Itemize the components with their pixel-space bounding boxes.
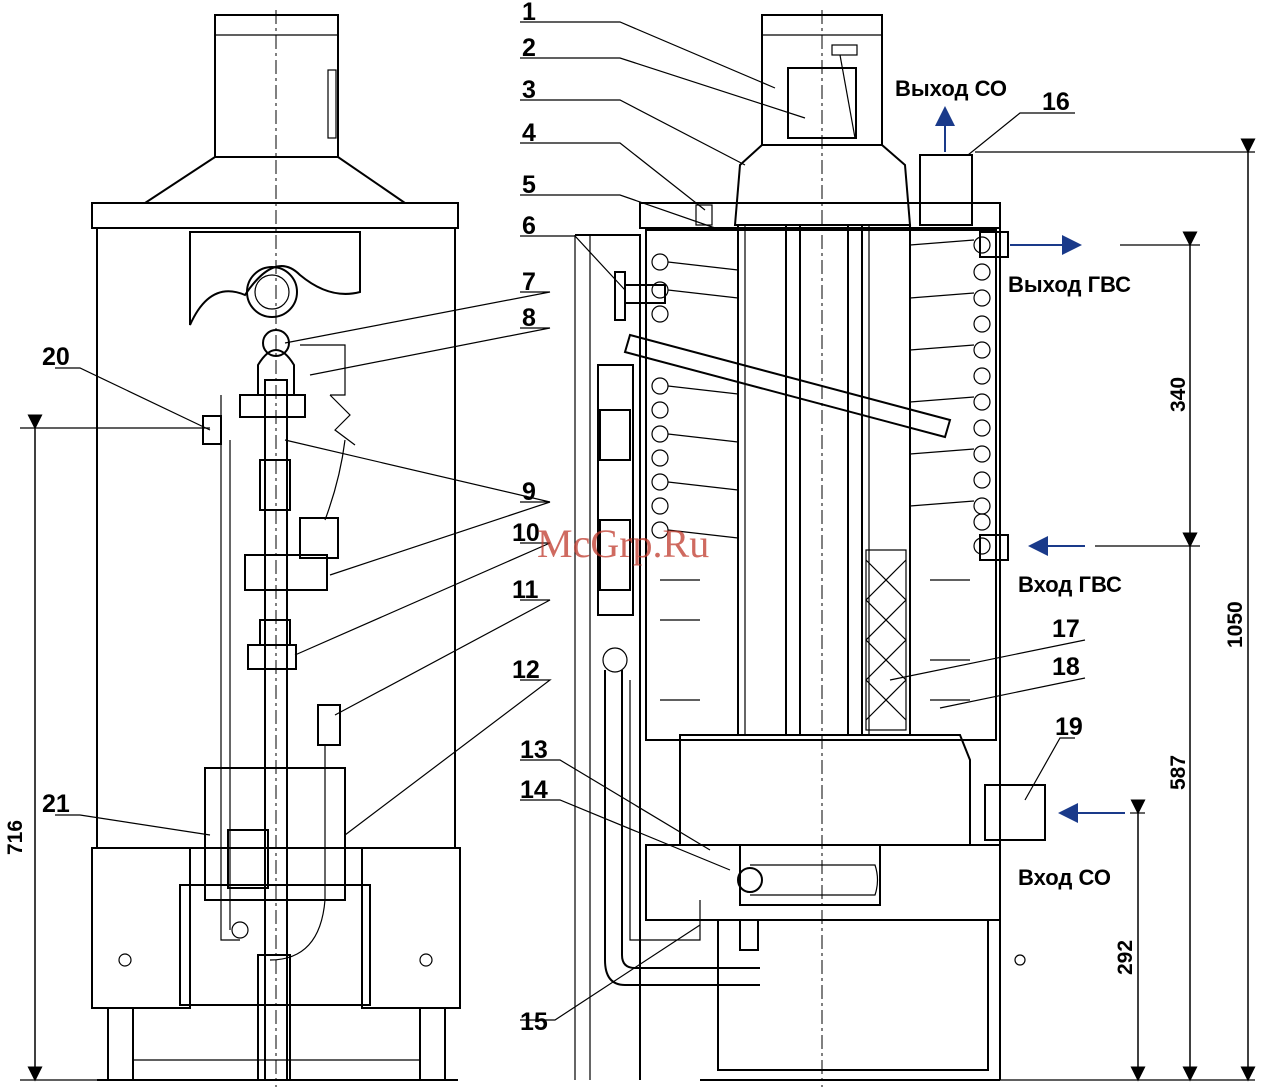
callout-8: 8 [522, 304, 536, 332]
callout-16: 16 [1042, 88, 1070, 116]
dimension-lines [20, 138, 1256, 1082]
callout-19: 19 [1055, 713, 1083, 741]
section-view [574, 14, 1046, 1081]
callout-13: 13 [520, 736, 548, 764]
section-gas-valve [597, 364, 634, 616]
callout-14: 14 [520, 776, 548, 804]
callout-6: 6 [522, 212, 536, 240]
callout-12: 12 [512, 656, 540, 684]
dim-292: 292 [1114, 940, 1137, 975]
co-inlet-fitting [984, 784, 1046, 841]
callout-7: 7 [522, 268, 536, 296]
co-outlet-fitting [919, 154, 973, 226]
dim-716: 716 [4, 820, 27, 855]
callout-4: 4 [522, 119, 536, 147]
leader-lines [55, 21, 1086, 1021]
burner-cover [204, 767, 346, 901]
callout-numbers: 1 2 3 4 5 6 7 8 9 10 11 12 13 14 15 16 1… [42, 0, 1083, 1036]
water-tank [645, 229, 997, 741]
label-hw-in: Вход ГВС [1018, 572, 1122, 597]
callout-11: 11 [512, 576, 539, 604]
gas-valve [244, 554, 328, 591]
watermark: McGrp.Ru [537, 521, 709, 566]
label-hw-out: Выход ГВС [1008, 272, 1131, 297]
dim-587: 587 [1167, 755, 1190, 790]
callout-1: 1 [522, 0, 536, 26]
hw-outlet-fitting [979, 231, 1009, 258]
thermostat-probe [623, 333, 952, 439]
callout-17: 17 [1052, 615, 1080, 643]
callout-5: 5 [522, 171, 536, 199]
callout-3: 3 [522, 76, 536, 104]
front-window [189, 231, 361, 326]
callout-9: 9 [522, 478, 536, 506]
callout-18: 18 [1052, 653, 1080, 681]
thermometer-icon [246, 266, 298, 318]
label-co-in: Вход СО [1018, 865, 1111, 890]
callout-21: 21 [42, 790, 70, 818]
dim-1050: 1050 [1224, 601, 1247, 648]
dim-340: 340 [1167, 377, 1190, 412]
flue-tube-2 [799, 224, 849, 736]
callout-20: 20 [42, 343, 70, 371]
combustion-chamber [679, 734, 971, 846]
callout-10: 10 [512, 519, 540, 547]
callout-2: 2 [522, 34, 536, 62]
hw-inlet-fitting [979, 534, 1009, 561]
base-chamber [717, 919, 989, 1071]
draft-hood [141, 156, 409, 204]
label-co-out: Выход СО [895, 76, 1007, 101]
flow-arrows [935, 106, 1125, 823]
callout-15: 15 [520, 1008, 548, 1036]
